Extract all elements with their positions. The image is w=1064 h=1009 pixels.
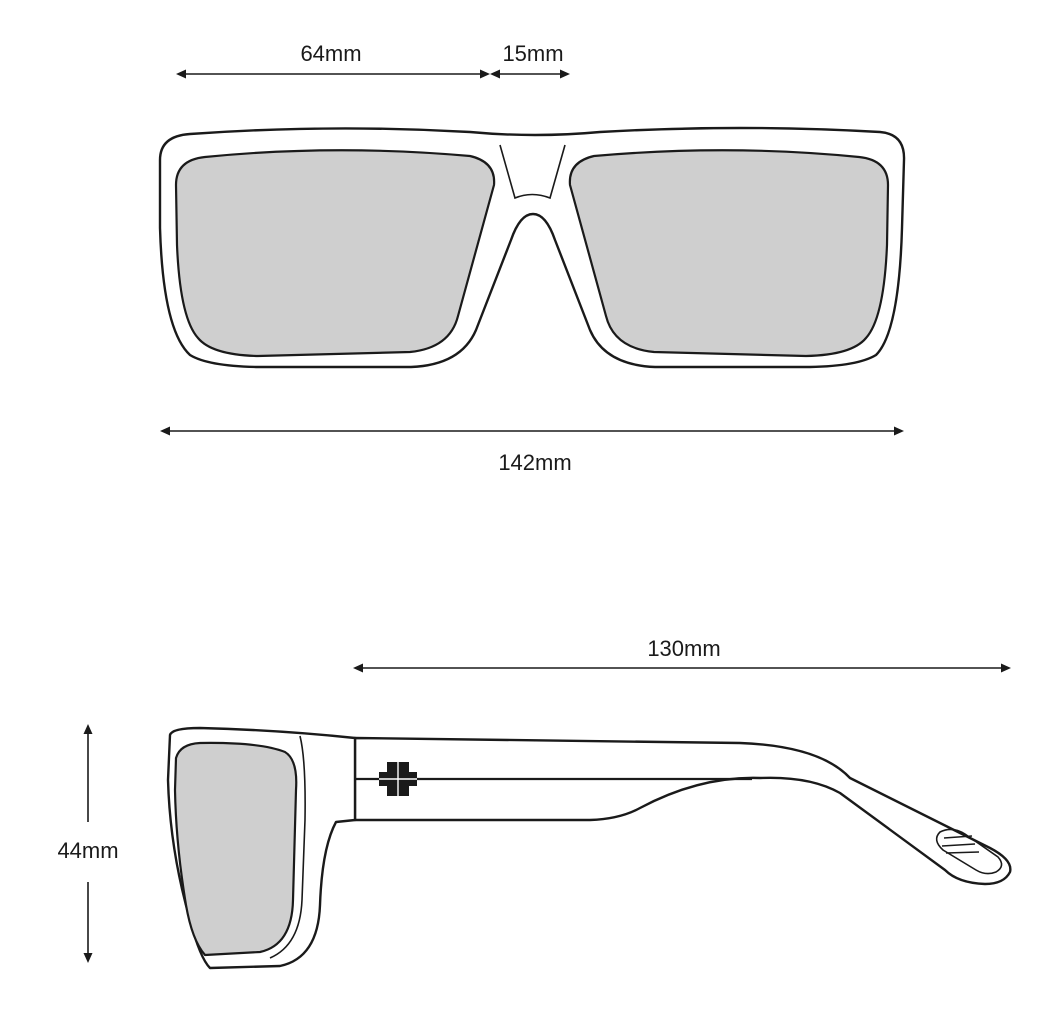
total-width-label: 142mm (498, 450, 571, 475)
brand-cross-logo-icon (379, 762, 417, 796)
side-frame-contour (269, 735, 306, 959)
lens-width-label: 64mm (300, 41, 361, 66)
front-view: 64mm 15mm 142mm (158, 41, 906, 475)
bridge-detail (499, 144, 566, 200)
bridge-width-label: 15mm (502, 41, 563, 66)
temple-length-label: 130mm (647, 636, 720, 661)
front-left-lens (174, 149, 496, 358)
arrow-up-icon (83, 724, 93, 734)
arrow-left-icon (353, 663, 363, 673)
arrow-right-icon (894, 426, 904, 436)
lens-height-label: 44mm (57, 838, 118, 863)
arrow-down-icon (83, 953, 93, 963)
lens-width-dimension: 64mm (176, 41, 490, 79)
lens-height-dimension: 44mm (57, 724, 119, 963)
temple-tip-grip (935, 828, 1003, 875)
temple-arm (353, 736, 1012, 886)
arrow-left-icon (160, 426, 170, 436)
side-lens (173, 741, 298, 957)
arrow-right-icon (1001, 663, 1011, 673)
arrow-right-icon (560, 69, 570, 79)
arrow-right-icon (480, 69, 490, 79)
side-view: 130mm 44mm (57, 636, 1012, 970)
total-width-dimension: 142mm (160, 426, 904, 475)
bridge-width-dimension: 15mm (490, 41, 570, 79)
arrow-left-icon (176, 69, 186, 79)
front-right-lens (568, 149, 890, 358)
temple-length-dimension: 130mm (353, 636, 1011, 673)
arrow-left-icon (490, 69, 500, 79)
